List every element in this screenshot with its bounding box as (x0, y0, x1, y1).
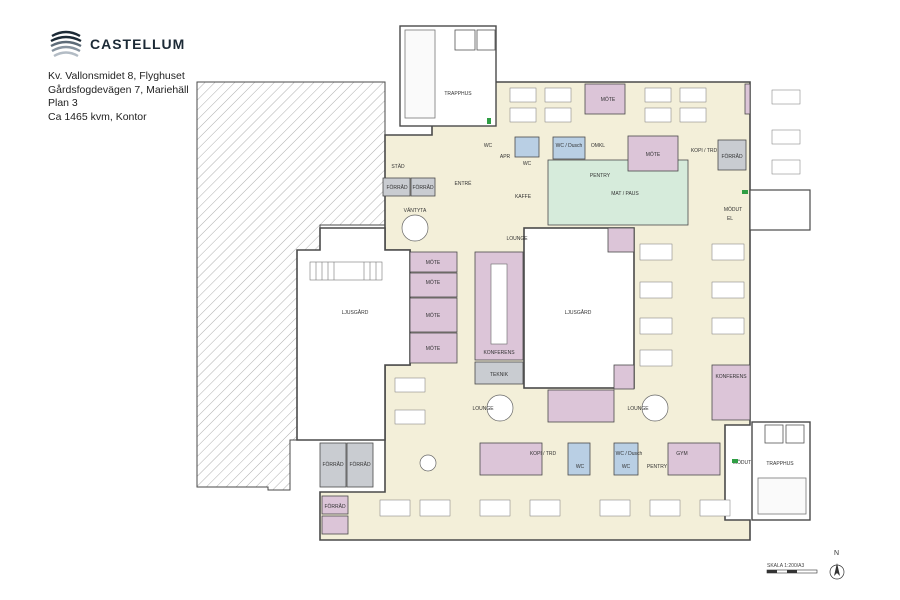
storage-label: FÖRRÅD (721, 153, 743, 160)
courtyard-label: LJUSGÅRD (565, 309, 592, 316)
storage-room (382, 177, 411, 197)
assembly-point-label: MÖDUT (724, 206, 742, 213)
property-info: Kv. Vallonsmidet 8, Flyghuset Gårdsfogde… (48, 70, 198, 124)
scale-bar: SKALA 1:200/A3 N (757, 550, 857, 586)
wc-label: WC (622, 464, 631, 470)
north-label: N (834, 550, 840, 557)
meeting-room (667, 442, 721, 476)
property-address-line: Kv. Vallonsmidet 8, Flyghuset (48, 70, 185, 82)
lounge-label: LOUNGE (627, 406, 649, 412)
meeting-room-label: MÖTE (426, 345, 441, 352)
meeting-room (613, 364, 635, 390)
property-street-line: Gårdsfogdevägen 7, Mariehäll (48, 83, 189, 96)
lounge-round-tables (401, 214, 669, 472)
storage-label: FÖRRÅD (349, 461, 371, 468)
meeting-room (744, 83, 751, 115)
storage-room (346, 442, 374, 488)
lunch-area-label: MAT / PAUS (611, 191, 639, 197)
castellum-wave-logo-icon (50, 30, 82, 58)
stairwell-label: TRAPPHUS (444, 91, 472, 97)
northeast-stair-core (749, 189, 811, 231)
storage-room (319, 442, 347, 488)
meeting-room-label: MÖTE (601, 96, 616, 103)
waiting-area-label: VÄNTYTA (404, 207, 427, 214)
storage-room (321, 515, 349, 535)
north-stair-flight (404, 29, 436, 119)
storage-label: FÖRRÅD (324, 503, 346, 510)
electrical-room-label: EL (727, 216, 733, 222)
wc-room (613, 442, 639, 476)
copy-room-label: KOPI / TRD (691, 148, 718, 154)
lounge-label: LOUNGE (472, 406, 494, 412)
coffee-label: KAFFE (515, 194, 532, 200)
assembly-point-label: MÖDUT (733, 459, 751, 466)
wc-room (567, 442, 591, 476)
meeting-room-label: MÖTE (426, 312, 441, 319)
conference-label: KONFERENS (715, 374, 747, 380)
lounge-label: LOUNGE (506, 236, 528, 242)
meeting-room-label: MÖTE (646, 151, 661, 158)
technical-room (474, 361, 524, 385)
wc-shower-label: WC / Dusch (616, 451, 643, 457)
gym-label: GYM (676, 451, 687, 457)
north-arrow-icon (766, 563, 845, 580)
company-brand: CASTELLUM (48, 28, 208, 62)
courtyard-stair (309, 261, 383, 281)
floor-level: Plan 3 (48, 97, 78, 109)
meeting-room (627, 135, 679, 172)
light-courtyard-center (523, 227, 635, 389)
wc-label: WC (484, 143, 493, 149)
north-elevator-2 (476, 29, 496, 51)
storage-label: FÖRRÅD (412, 184, 434, 191)
copy-room-label: KOPI / TRD (530, 451, 557, 457)
company-name: CASTELLUM (90, 36, 186, 52)
workstation-desks (379, 87, 801, 517)
wc-room (552, 136, 586, 160)
meeting-room (409, 297, 458, 333)
meeting-room (584, 83, 626, 115)
storage-room (410, 177, 436, 197)
east-elevator (764, 424, 784, 444)
meeting-room (607, 227, 635, 253)
conference-label: KONFERENS (483, 350, 515, 356)
conference-table (490, 263, 508, 345)
wc-label: WC (576, 464, 585, 470)
wc-room (514, 136, 540, 158)
meeting-room (409, 272, 458, 298)
floor-area: Ca 1465 kvm, Kontor (48, 110, 147, 123)
meeting-room (409, 332, 458, 364)
east-elevator-2 (785, 424, 805, 444)
meeting-room-label: MÖTE (426, 279, 441, 286)
meeting-room-label: MÖTE (426, 259, 441, 266)
storage-room (321, 495, 349, 515)
storage-label: FÖRRÅD (386, 184, 408, 191)
changing-room-label: OMKL (591, 143, 605, 149)
conference-room-east (711, 364, 751, 421)
wc-label: WC (523, 161, 532, 167)
cleaning-room-label: STÄD (391, 163, 405, 170)
technical-room-label: TEKNIK (490, 372, 509, 378)
scale-label: SKALA 1:200/A3 (767, 563, 805, 569)
storage-label: FÖRRÅD (322, 461, 344, 468)
meeting-room (409, 251, 458, 273)
light-courtyard-west (296, 227, 411, 441)
entrance-label: ENTRÉ (455, 180, 473, 187)
stairwell-label: TRAPPHUS (766, 461, 794, 467)
apr-label: APR (500, 154, 511, 160)
pentry-label: PENTRY (590, 173, 611, 179)
meeting-room (479, 442, 543, 476)
storage-room (717, 139, 747, 171)
meeting-room (547, 389, 615, 423)
wc-shower-label: WC / Dusch (556, 143, 583, 149)
courtyard-label: LJUSGÅRD (342, 309, 369, 316)
emergency-exit-markers (487, 118, 748, 463)
east-stair-flight (757, 477, 807, 515)
pentry-label: PENTRY (647, 464, 668, 470)
north-elevator (454, 29, 476, 51)
